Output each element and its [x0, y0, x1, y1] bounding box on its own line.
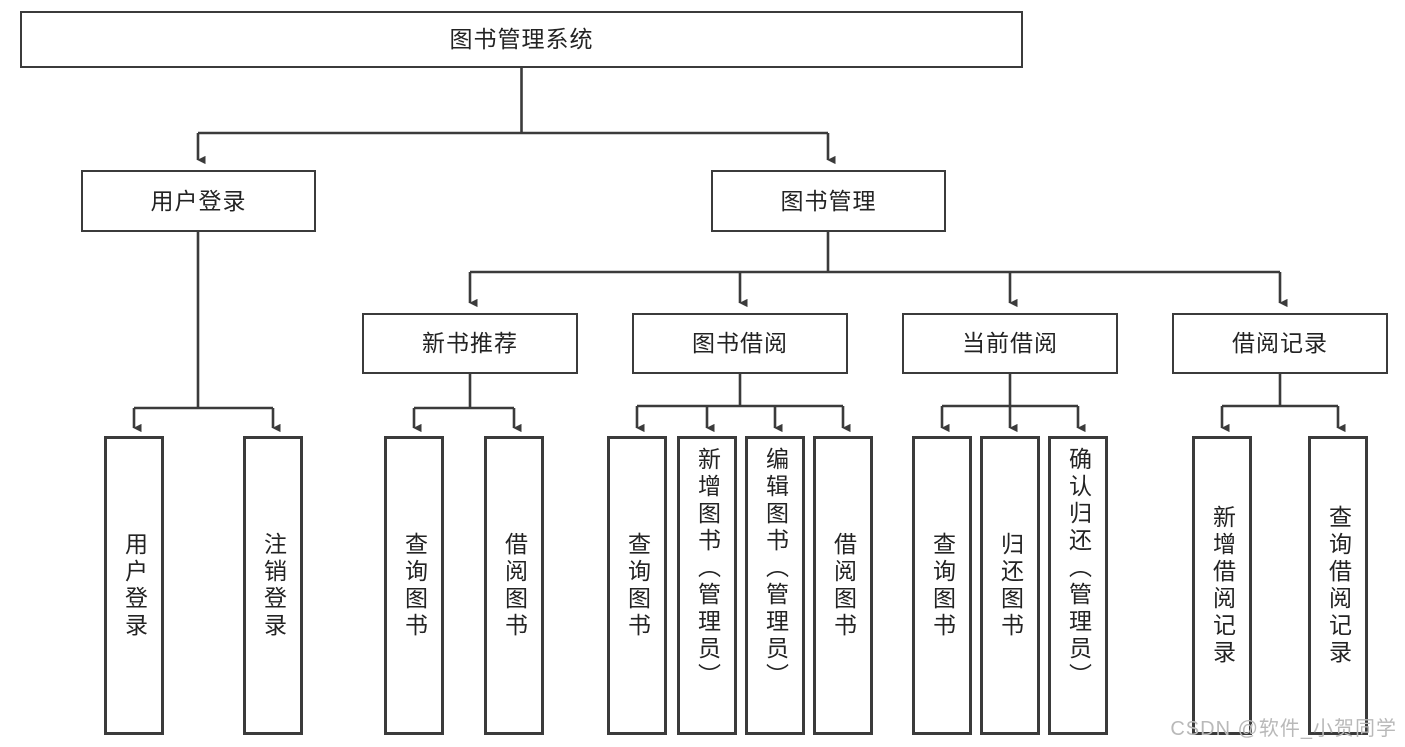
node-leaf-return-book[interactable]: 归还图书 — [980, 436, 1040, 735]
node-label: 用户登录 — [150, 187, 247, 214]
node-label: 查询图书 — [401, 531, 428, 640]
node-book-borrow[interactable]: 图书借阅 — [632, 313, 848, 374]
node-label: 图书管理系统 — [449, 26, 594, 53]
node-leaf-add-book[interactable]: 新增图书（管理员） — [677, 436, 737, 735]
node-label: 注销登录 — [260, 531, 287, 640]
watermark-text: CSDN @软件_小贺同学 — [1170, 718, 1397, 740]
node-user-login[interactable]: 用户登录 — [81, 170, 316, 232]
node-leaf-query-book-3[interactable]: 查询图书 — [912, 436, 972, 735]
node-label: 借阅图书 — [501, 531, 528, 640]
node-label: 借阅记录 — [1232, 330, 1328, 357]
node-label: 查询图书 — [929, 531, 956, 640]
node-label: 当前借阅 — [962, 330, 1058, 357]
node-label: 归还图书 — [997, 531, 1024, 640]
node-label: 新书推荐 — [422, 330, 518, 357]
node-leaf-add-record[interactable]: 新增借阅记录 — [1192, 436, 1252, 735]
node-leaf-borrow-book-2[interactable]: 借阅图书 — [813, 436, 873, 735]
node-current-borrow[interactable]: 当前借阅 — [902, 313, 1118, 374]
node-label: 查询图书 — [624, 531, 651, 640]
node-root-system[interactable]: 图书管理系统 — [20, 11, 1023, 68]
node-label: 查询借阅记录 — [1325, 504, 1352, 667]
node-label: 新增借阅记录 — [1209, 504, 1236, 667]
node-label: 确认归还（管理员） — [1065, 447, 1092, 690]
node-book-manage[interactable]: 图书管理 — [711, 170, 946, 232]
node-leaf-confirm-return[interactable]: 确认归还（管理员） — [1048, 436, 1108, 735]
node-leaf-query-book-2[interactable]: 查询图书 — [607, 436, 667, 735]
node-label: 图书管理 — [780, 187, 877, 214]
node-label: 用户登录 — [121, 531, 148, 640]
node-label: 借阅图书 — [830, 531, 857, 640]
node-leaf-edit-book[interactable]: 编辑图书（管理员） — [745, 436, 805, 735]
node-borrow-record[interactable]: 借阅记录 — [1172, 313, 1388, 374]
node-leaf-query-book-1[interactable]: 查询图书 — [384, 436, 444, 735]
node-label: 图书借阅 — [692, 330, 788, 357]
node-leaf-logout-login[interactable]: 注销登录 — [243, 436, 303, 735]
node-leaf-query-record[interactable]: 查询借阅记录 — [1308, 436, 1368, 735]
node-leaf-user-login[interactable]: 用户登录 — [104, 436, 164, 735]
node-new-book-recommend[interactable]: 新书推荐 — [362, 313, 578, 374]
node-label: 编辑图书（管理员） — [762, 447, 789, 690]
node-leaf-borrow-book-1[interactable]: 借阅图书 — [484, 436, 544, 735]
node-label: 新增图书（管理员） — [694, 447, 721, 690]
